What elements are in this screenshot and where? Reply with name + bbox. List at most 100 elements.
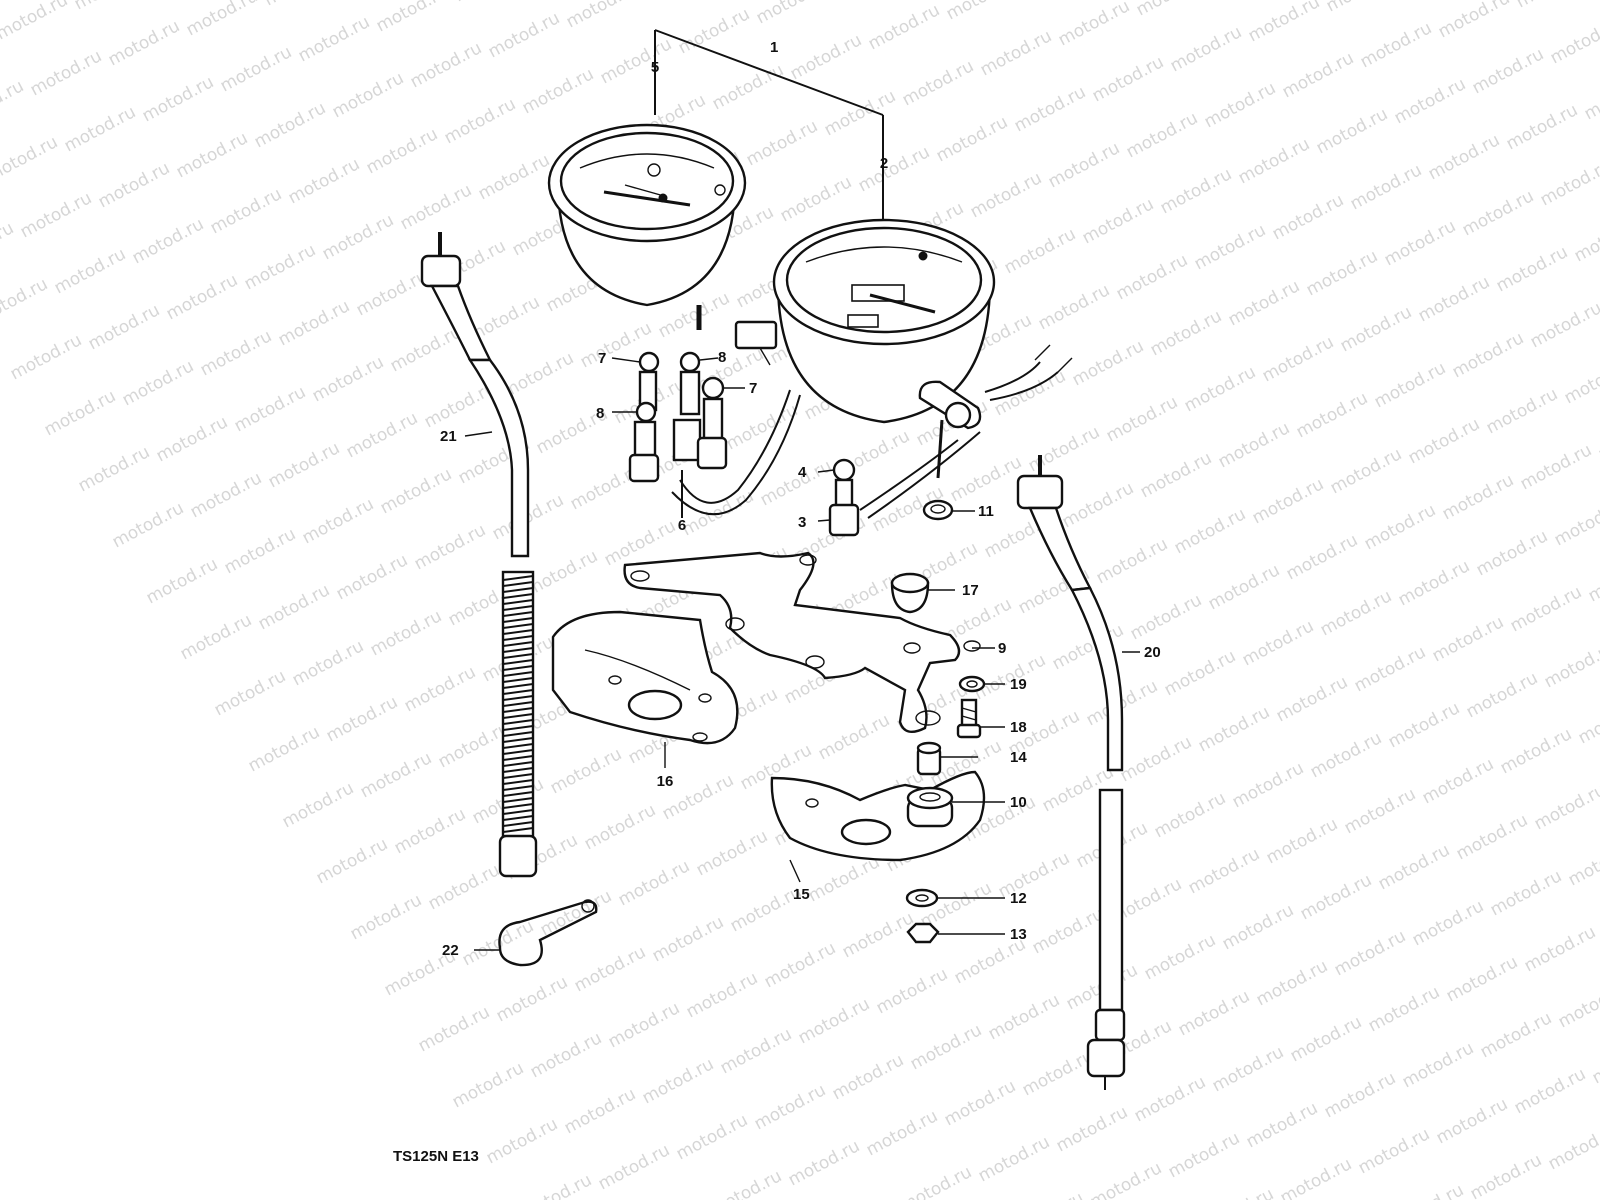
watermark-text: motod.ru xyxy=(1093,534,1171,588)
watermark-text: motod.ru xyxy=(1009,1188,1087,1200)
watermark-text: motod.ru xyxy=(1399,1038,1477,1092)
grommet-part-11 xyxy=(922,499,954,521)
watermark-text: motod.ru xyxy=(863,1106,941,1160)
watermark-text: motod.ru xyxy=(153,412,231,466)
watermark-text: motod.ru xyxy=(449,1058,527,1112)
cable-coil-line xyxy=(502,773,534,779)
watermark-text: motod.ru xyxy=(1497,724,1575,778)
watermark-text: motod.ru xyxy=(485,8,563,62)
watermark-text: motod.ru xyxy=(353,266,431,320)
watermark-text: motod.ru xyxy=(187,468,265,522)
watermark-text: motod.ru xyxy=(285,154,363,208)
watermark-text: motod.ru xyxy=(1493,242,1571,296)
cable-coil-line xyxy=(502,731,534,737)
callout-2: 2 xyxy=(880,155,888,172)
watermark-text: motod.ru xyxy=(777,172,855,226)
watermark-text: motod.ru xyxy=(1191,220,1269,274)
watermark-text: motod.ru xyxy=(391,804,469,858)
watermark-text: motod.ru xyxy=(1365,982,1443,1036)
watermark-text: motod.ru xyxy=(1433,1094,1511,1148)
callout-11: 11 xyxy=(978,503,994,520)
cable-coil-line xyxy=(502,599,534,605)
cable-coil-line xyxy=(502,809,534,815)
tachometer-part-5 xyxy=(547,123,747,330)
watermark-text: motod.ru xyxy=(363,124,441,178)
callout-22: 22 xyxy=(442,942,459,959)
watermark-text: motod.ru xyxy=(805,852,883,906)
watermark-text: motod.ru xyxy=(1415,272,1493,326)
watermark-text: motod.ru xyxy=(1589,1034,1600,1088)
callout-21: 21 xyxy=(440,428,457,445)
callout-15: 15 xyxy=(793,886,810,903)
watermark-text: motod.ru xyxy=(1419,754,1497,808)
nut-part-13 xyxy=(906,922,940,944)
callout-13: 13 xyxy=(1010,926,1027,943)
watermark-text: motod.ru xyxy=(1385,698,1463,752)
cable-coil-line xyxy=(502,797,534,803)
cap-part-17 xyxy=(890,572,930,614)
watermark-text: motod.ru xyxy=(207,184,285,238)
watermark-text: motod.ru xyxy=(571,942,649,996)
callout-10: 10 xyxy=(1010,794,1027,811)
watermark-text: motod.ru xyxy=(1581,70,1600,124)
watermark-text: motod.ru xyxy=(1175,986,1253,1040)
cable-coil-line xyxy=(502,671,534,677)
watermark-text: motod.ru xyxy=(1239,616,1317,670)
watermark-text: motod.ru xyxy=(1483,384,1561,438)
watermark-text: motod.ru xyxy=(7,330,85,384)
watermark-text: motod.ru xyxy=(1571,212,1600,266)
cable-coil-line xyxy=(502,629,534,635)
watermark-text: motod.ru xyxy=(1323,0,1401,16)
watermark-text: motod.ru xyxy=(1453,810,1531,864)
watermark-text: motod.ru xyxy=(1317,586,1395,640)
watermark-text: motod.ru xyxy=(1537,156,1600,210)
watermark-text: motod.ru xyxy=(1527,298,1600,352)
watermark-text: motod.ru xyxy=(377,464,455,518)
cable-coil-line xyxy=(502,743,534,749)
watermark-text: motod.ru xyxy=(177,610,255,664)
cable-coil-line xyxy=(502,713,534,719)
cable-coil-line xyxy=(502,755,534,761)
watermark-text: motod.ru xyxy=(641,0,719,2)
cable-coil-line xyxy=(502,701,534,707)
watermark-text: motod.ru xyxy=(51,244,129,298)
watermark-text: motod.ru xyxy=(1117,732,1195,786)
watermark-text: motod.ru xyxy=(605,998,683,1052)
watermark-text: motod.ru xyxy=(483,1114,561,1168)
watermark-text: motod.ru xyxy=(1283,530,1361,584)
watermark-text: motod.ru xyxy=(1545,1120,1600,1174)
bracket-part-9 xyxy=(623,551,981,734)
tachometer-cable-part-21 xyxy=(420,232,538,878)
cable-coil-line xyxy=(502,821,534,827)
watermark-text: motod.ru xyxy=(0,274,51,328)
cable-coil-line xyxy=(502,575,534,581)
watermark-text: motod.ru xyxy=(527,1028,605,1082)
watermark-text: motod.ru xyxy=(1337,302,1415,356)
watermark-text: motod.ru xyxy=(27,46,105,100)
watermark-text: motod.ru xyxy=(707,1166,785,1200)
watermark-text: motod.ru xyxy=(967,168,1045,222)
watermark-text: motod.ru xyxy=(313,834,391,888)
watermark-text: motod.ru xyxy=(0,0,71,44)
watermark-text: motod.ru xyxy=(1035,280,1113,334)
watermark-text: motod.ru xyxy=(85,300,163,354)
watermark-text: motod.ru xyxy=(1541,638,1600,692)
watermark-text: motod.ru xyxy=(1249,474,1327,528)
watermark-text: motod.ru xyxy=(1185,844,1263,898)
watermark-text: motod.ru xyxy=(751,1080,829,1134)
grommet-part-10 xyxy=(906,786,954,828)
watermark-text: motod.ru xyxy=(275,296,353,350)
watermark-text: motod.ru xyxy=(1511,1064,1589,1118)
watermark-text: motod.ru xyxy=(1439,470,1517,524)
watermark-text: motod.ru xyxy=(1547,14,1600,68)
watermark-text: motod.ru xyxy=(343,408,421,462)
watermark-text: motod.ru xyxy=(1195,702,1273,756)
watermark-text: motod.ru xyxy=(1219,900,1297,954)
callout-3: 3 xyxy=(798,514,806,531)
watermark-text: motod.ru xyxy=(1513,0,1591,12)
watermark-text: motod.ru xyxy=(897,1162,975,1200)
watermark-text: motod.ru xyxy=(347,890,425,944)
callout-4: 4 xyxy=(798,464,807,481)
watermark-text: motod.ru xyxy=(907,1020,985,1074)
watermark-text: motod.ru xyxy=(1561,354,1600,408)
